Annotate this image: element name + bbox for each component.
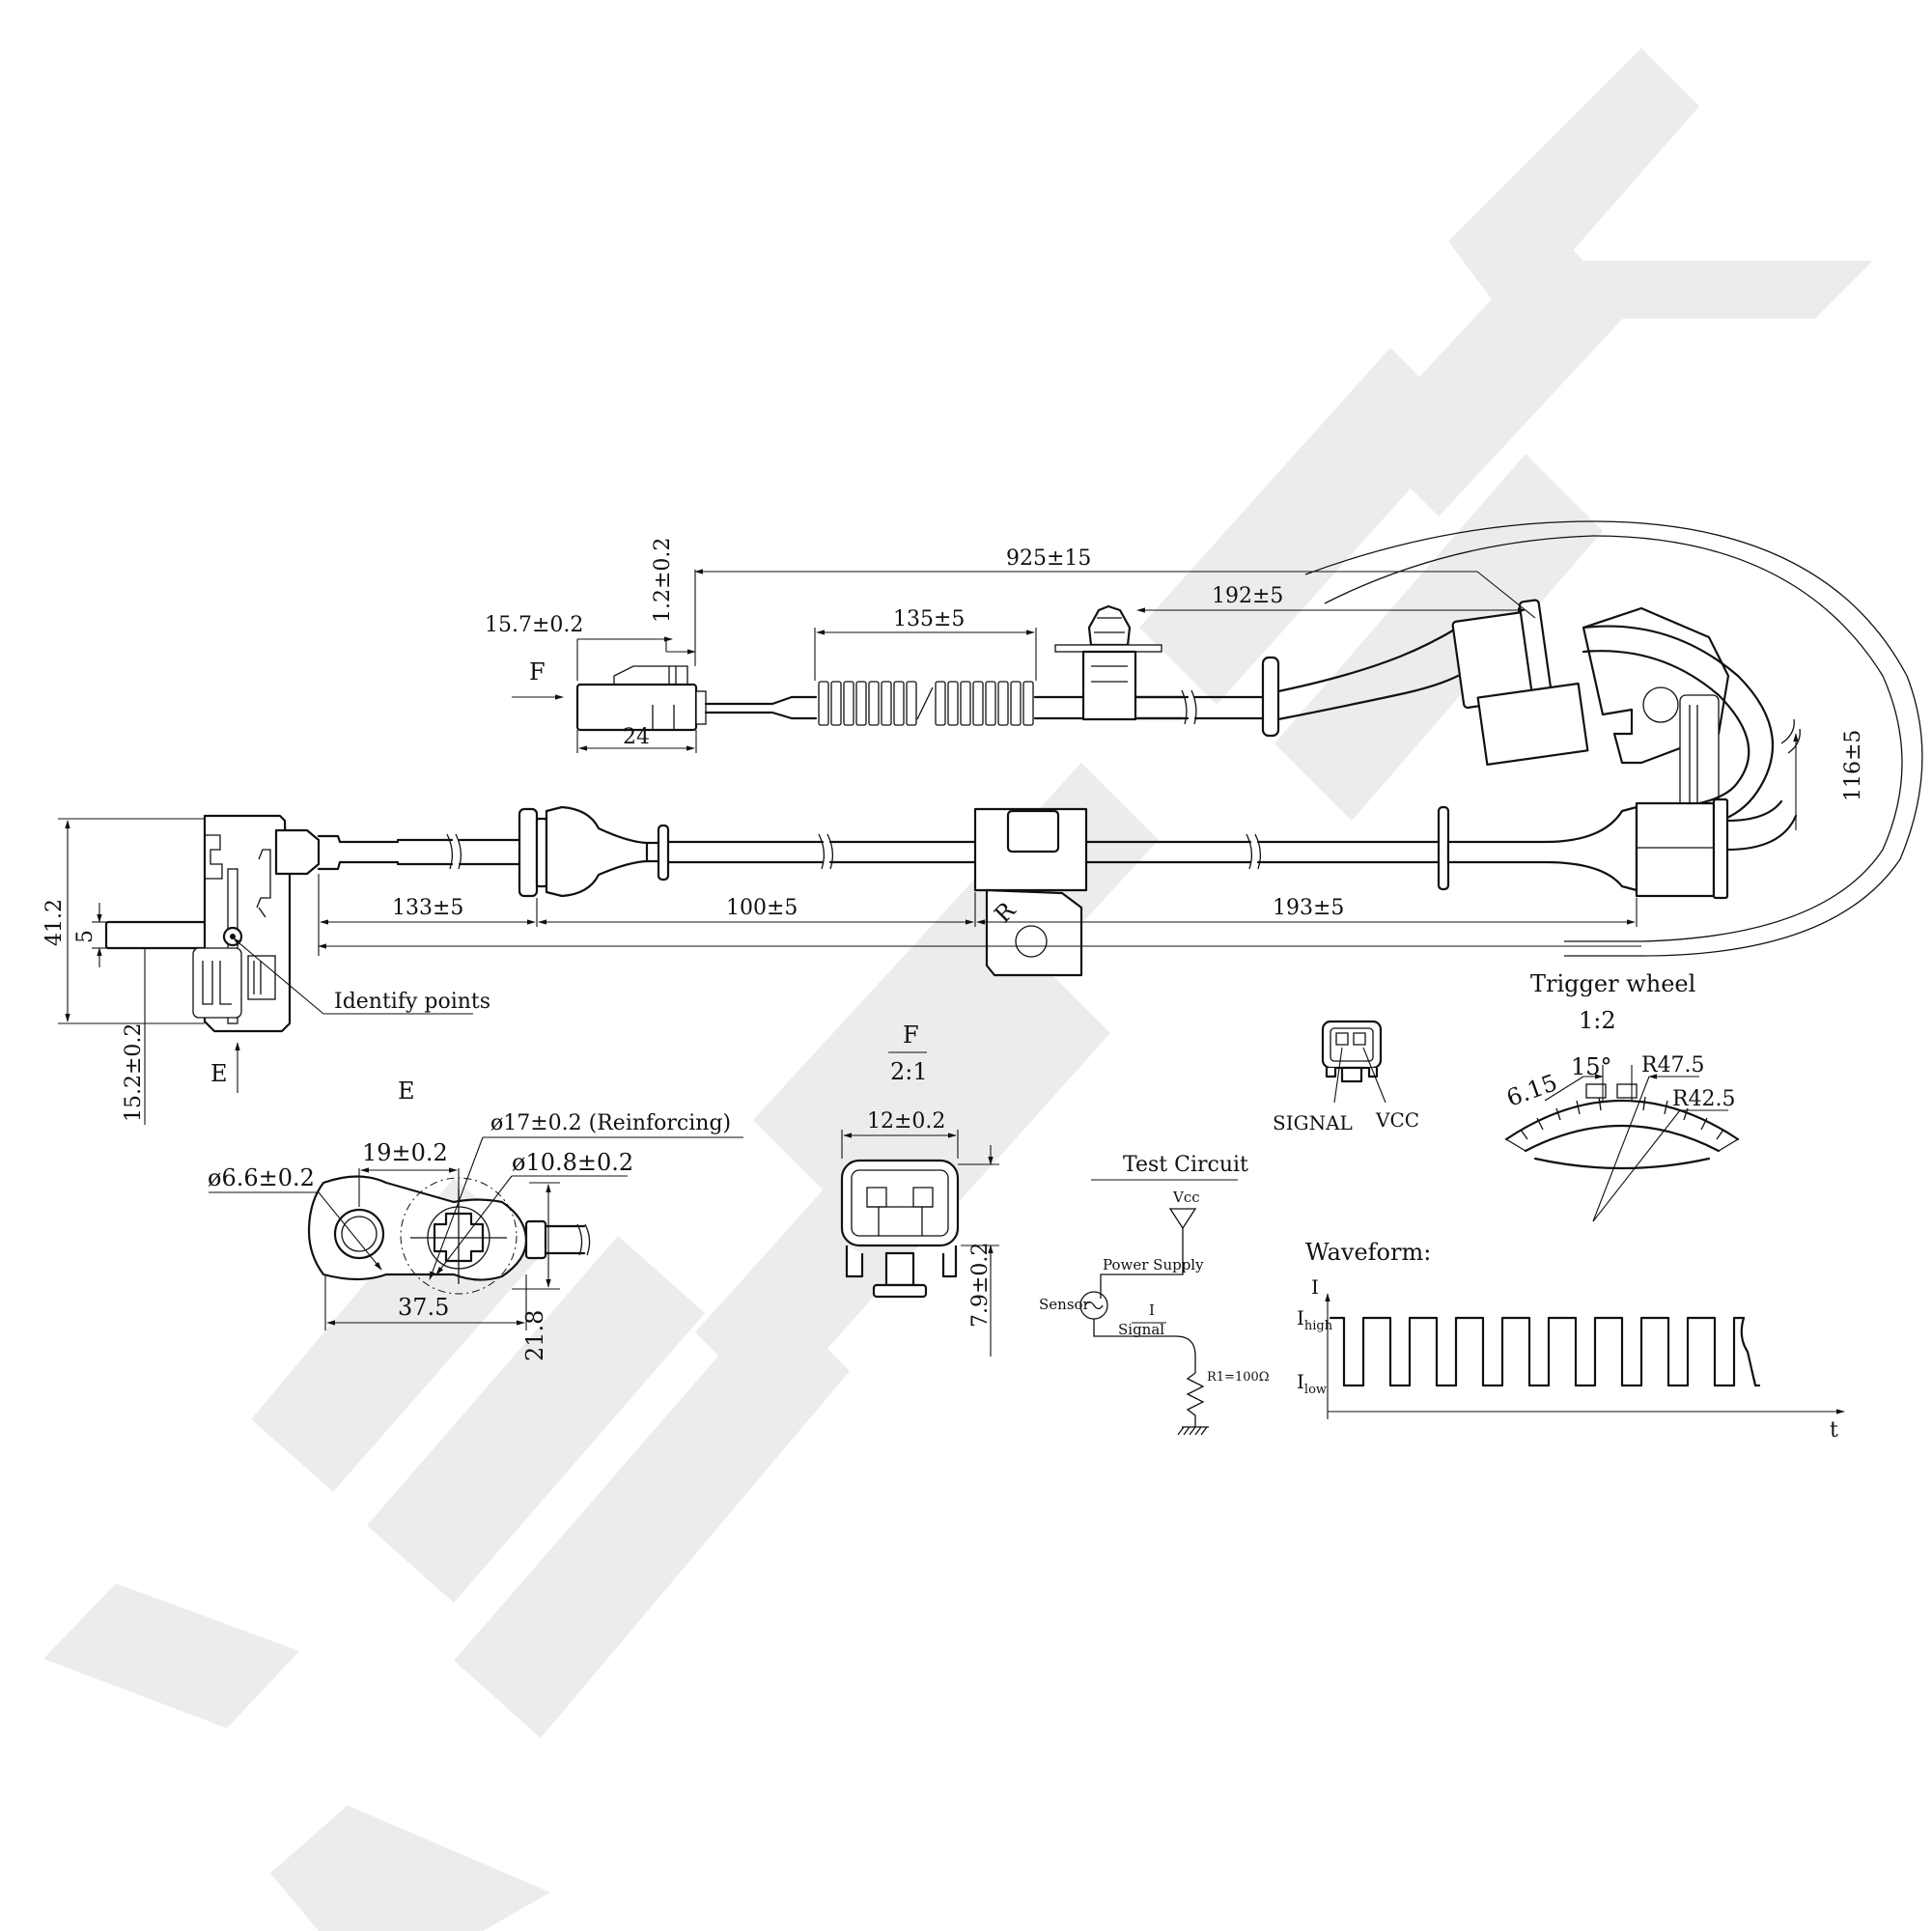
watermark-letter-1 xyxy=(43,1583,299,1728)
harness-clip xyxy=(1054,604,1162,721)
waveform-y-axis: I xyxy=(1311,1275,1319,1299)
test-circuit-signal: Signal xyxy=(1118,1321,1164,1338)
dim-bellows-length: 135±5 xyxy=(893,607,965,631)
test-circuit-resistor: R1=100Ω xyxy=(1207,1370,1270,1385)
test-circuit: Test Circuit Vcc Power Supply Sensor I S… xyxy=(1039,1153,1270,1436)
ground-symbol xyxy=(1177,1426,1209,1436)
identify-points-label: Identify points xyxy=(334,990,490,1014)
dim-inner-bore: ø10.8±0.2 xyxy=(512,1149,633,1176)
watermark-letter-11 xyxy=(1361,232,1632,517)
dim-mount-hole: ø6.6±0.2 xyxy=(208,1164,315,1191)
dim-bracket-offset: 15.2±0.2 xyxy=(122,1023,146,1122)
dim-connector-width: 15.7±0.2 xyxy=(485,613,583,637)
view-arrow-f-label: F xyxy=(529,658,546,686)
detail-f-scale: 2:1 xyxy=(890,1058,928,1085)
watermark-letter-5 xyxy=(454,1294,850,1738)
waveform-i-low-sub: low xyxy=(1304,1383,1327,1397)
connector-pinout: SIGNAL VCC xyxy=(1273,1020,1419,1134)
svg-text:Ihigh: Ihigh xyxy=(1297,1306,1333,1333)
test-circuit-sensor: Sensor xyxy=(1039,1296,1091,1313)
dim-connector-gap: 1.2±0.2 xyxy=(651,538,675,623)
test-circuit-power-supply: Power Supply xyxy=(1103,1256,1204,1273)
dim-height-e: 21.8 xyxy=(521,1310,548,1361)
view-arrow-e-label: E xyxy=(210,1060,228,1087)
detail-f-title: F xyxy=(903,1021,919,1049)
dim-overall-length-e: 37.5 xyxy=(398,1294,449,1321)
watermark-letter-2 xyxy=(270,1805,550,1931)
waveform-x-axis: t xyxy=(1830,1418,1838,1442)
dim-tooth-angle: 15° xyxy=(1571,1053,1612,1080)
watermark-letter-4 xyxy=(367,1236,705,1603)
dim-loop-height: 116±5 xyxy=(1841,730,1865,801)
detail-f-view: F 2:1 12±0.2 7.9±0.2 xyxy=(840,1021,999,1357)
pinout-signal-label: SIGNAL xyxy=(1273,1111,1353,1134)
waveform-i-high-sub: high xyxy=(1304,1319,1333,1333)
dim-reinforcing: ø17±0.2 (Reinforcing) xyxy=(490,1111,731,1135)
dim-outer-radius: R47.5 xyxy=(1641,1053,1705,1077)
lower-harness: R xyxy=(104,798,1798,1033)
cable-bellows xyxy=(818,681,1034,726)
dim-segment-1: 133±5 xyxy=(392,896,463,920)
upper-sensor-head xyxy=(1451,599,1730,822)
harness-connector xyxy=(575,683,698,732)
dim-inner-radius: R42.5 xyxy=(1672,1087,1736,1111)
waveform-title: Waveform: xyxy=(1305,1239,1431,1266)
square-wave xyxy=(1329,1316,1761,1387)
dim-connector-f-height: 7.9±0.2 xyxy=(968,1243,993,1328)
lower-grommet-2 xyxy=(1437,798,1729,900)
test-circuit-vcc: Vcc xyxy=(1172,1189,1200,1206)
upper-harness xyxy=(575,599,1801,827)
dim-clip-to-grommet: 192±5 xyxy=(1212,584,1283,608)
trigger-wheel-detail: Trigger wheel 1:2 6.15 15° R47.5 R42.5 xyxy=(1503,970,1740,1222)
dim-connector-length: 24 xyxy=(623,725,650,749)
dim-segment-3: 193±5 xyxy=(1273,896,1344,920)
main-dimensions: 925±15 192±5 135±5 15.7±0.2 1.2±0.2 F 24… xyxy=(42,538,1865,1125)
dim-tooth-width: 6.15 xyxy=(1503,1069,1561,1112)
trigger-wheel-scale: 1:2 xyxy=(1579,1007,1616,1034)
pinout-vcc-label: VCC xyxy=(1375,1108,1419,1132)
center-bracket: R xyxy=(973,807,1088,977)
detail-e-title: E xyxy=(398,1077,415,1105)
waveform-i-low: I xyxy=(1297,1370,1304,1393)
test-circuit-title: Test Circuit xyxy=(1123,1153,1248,1177)
detail-e-view: E 19±0.2 ø6.6±0.2 ø17±0.2 (Reinforcing) … xyxy=(208,1077,743,1361)
watermark-letter-9 xyxy=(1274,454,1603,821)
waveform-i-high: I xyxy=(1297,1306,1304,1329)
dim-sensor-height: 41.2 xyxy=(42,899,67,946)
dim-connector-f-width: 12±0.2 xyxy=(867,1109,945,1133)
waveform-plot: Waveform: I t Ihigh Ilow xyxy=(1297,1239,1845,1442)
cable-routing-outline xyxy=(1304,520,1923,957)
dim-hole-spacing: 19±0.2 xyxy=(362,1139,448,1166)
svg-text:Ilow: Ilow xyxy=(1297,1370,1327,1397)
trigger-wheel-title: Trigger wheel xyxy=(1530,970,1695,997)
wheel-speed-sensor-body xyxy=(104,814,321,1033)
resistor-symbol xyxy=(1186,1372,1205,1427)
dim-sensor-offset: 5 xyxy=(73,930,98,943)
dim-segment-2: 100±5 xyxy=(726,896,798,920)
test-circuit-current: I xyxy=(1149,1301,1155,1319)
dim-overall-length: 925±15 xyxy=(1006,546,1091,571)
upper-grommet-ring xyxy=(1261,656,1280,738)
lower-grommet-1 xyxy=(518,805,670,898)
